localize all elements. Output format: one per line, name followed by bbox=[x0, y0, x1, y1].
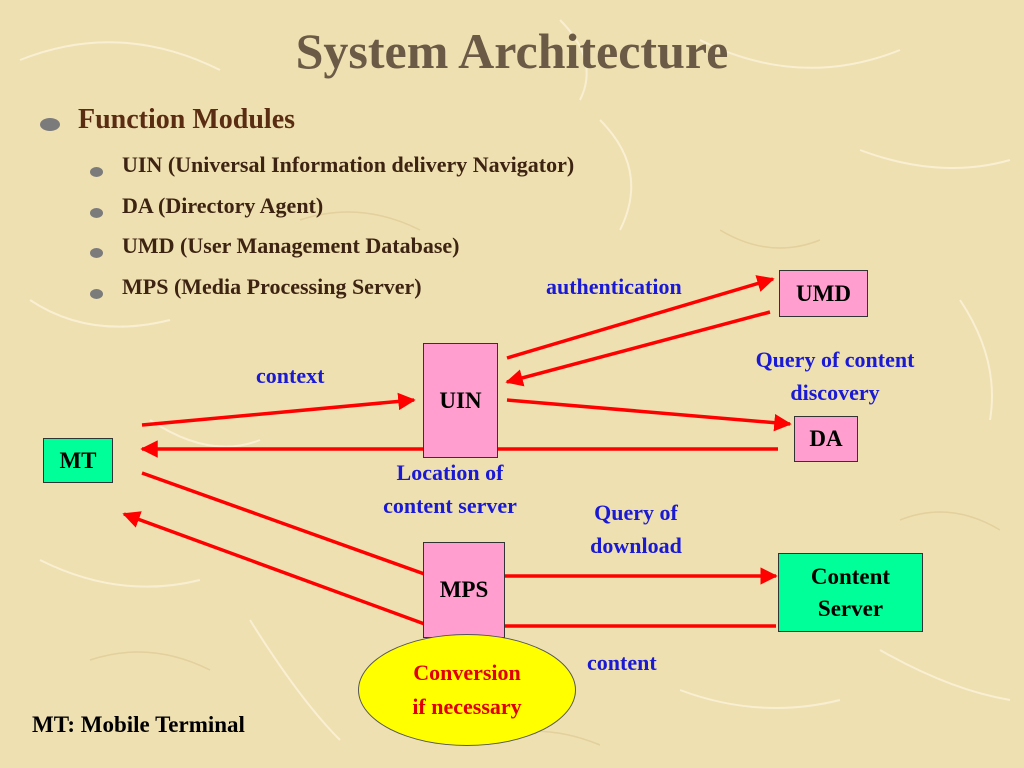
label-location-line1: Location of bbox=[396, 460, 504, 485]
content-server-label-line2: Server bbox=[817, 595, 884, 621]
label-content: content bbox=[587, 650, 657, 675]
sub-bullet-dot bbox=[90, 208, 103, 218]
label-query-download-line2: download bbox=[590, 533, 682, 558]
sub-bullet-uin: UIN (Universal Information delivery Navi… bbox=[122, 152, 575, 177]
label-query-discovery-line2: discovery bbox=[790, 380, 880, 405]
sub-bullet-dot bbox=[90, 167, 103, 177]
da-box: DA bbox=[794, 416, 858, 462]
bullet-dot bbox=[40, 118, 60, 131]
bullet-function-modules: Function Modules bbox=[78, 104, 296, 135]
label-query-download-line1: Query of bbox=[594, 500, 678, 525]
conversion-ellipse: Conversion if necessary bbox=[358, 634, 576, 746]
conversion-label-line2: if necessary bbox=[412, 694, 522, 719]
mps-box: MPS bbox=[423, 542, 505, 638]
mt-box: MT bbox=[43, 438, 113, 483]
slide-title: System Architecture bbox=[295, 23, 729, 79]
label-query-discovery-line1: Query of content bbox=[755, 347, 915, 372]
umd-box: UMD bbox=[779, 270, 868, 317]
sub-bullet-dot bbox=[90, 248, 103, 258]
footer-note: MT: Mobile Terminal bbox=[32, 712, 245, 737]
sub-bullet-mps: MPS (Media Processing Server) bbox=[122, 274, 422, 299]
label-location-line2: content server bbox=[383, 493, 517, 518]
label-context: context bbox=[256, 363, 325, 388]
label-query-download: Query of download bbox=[566, 496, 706, 562]
label-authentication: authentication bbox=[546, 274, 682, 299]
label-query-content-discovery: Query of content discovery bbox=[724, 343, 946, 409]
label-location-content-server: Location of content server bbox=[355, 456, 545, 522]
uin-box: UIN bbox=[423, 343, 498, 458]
content-server-label-line1: Content bbox=[810, 563, 891, 589]
content-server-box: Content Server bbox=[778, 553, 923, 632]
sub-bullet-umd: UMD (User Management Database) bbox=[122, 233, 460, 258]
sub-bullet-dot bbox=[90, 289, 103, 299]
sub-bullet-da: DA (Directory Agent) bbox=[122, 193, 324, 218]
conversion-label-line1: Conversion bbox=[413, 660, 521, 685]
